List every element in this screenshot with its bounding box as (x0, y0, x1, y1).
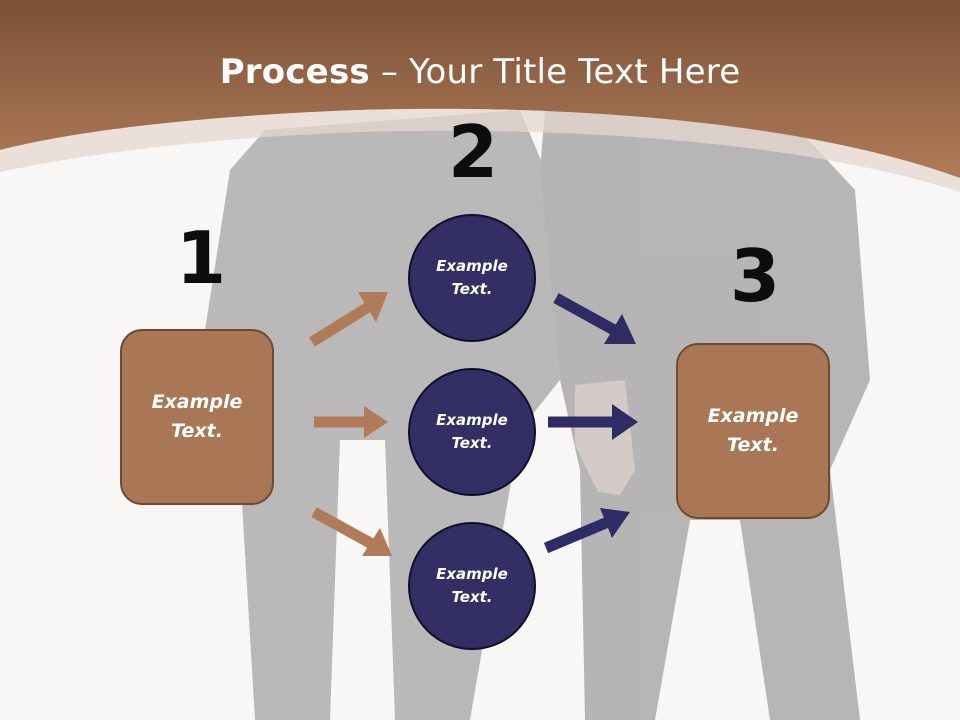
arrow-from-circle-2 (548, 404, 638, 440)
arrow-to-circle-2 (314, 406, 388, 438)
step-box-1: Example Text. (120, 329, 274, 505)
circle-1-label: Example Text. (436, 257, 508, 298)
arrow-from-circle-1 (553, 293, 636, 344)
step-box-1-label: Example Text. (151, 391, 243, 442)
circle-1: Example Text. (408, 214, 536, 342)
step-box-3-label: Example Text. (707, 405, 799, 456)
step-number-3: 3 (730, 234, 781, 318)
title-rest: – Your Title Text Here (369, 52, 741, 92)
circle-3-label: Example Text. (436, 565, 508, 606)
step-number-1: 1 (176, 216, 227, 300)
circle-3: Example Text. (408, 522, 536, 650)
arrow-from-circle-3 (543, 508, 630, 554)
slide-title: Process – Your Title Text Here (0, 52, 960, 92)
arrow-to-circle-1 (309, 292, 388, 347)
title-bold: Process (219, 52, 370, 92)
circle-2: Example Text. (408, 368, 536, 496)
circle-2-label: Example Text. (436, 411, 508, 452)
header-band (0, 0, 960, 178)
header-swoosh (0, 108, 960, 192)
step-number-2: 2 (448, 110, 499, 194)
step-box-3: Example Text. (676, 343, 830, 519)
arrow-to-circle-3 (311, 507, 392, 556)
